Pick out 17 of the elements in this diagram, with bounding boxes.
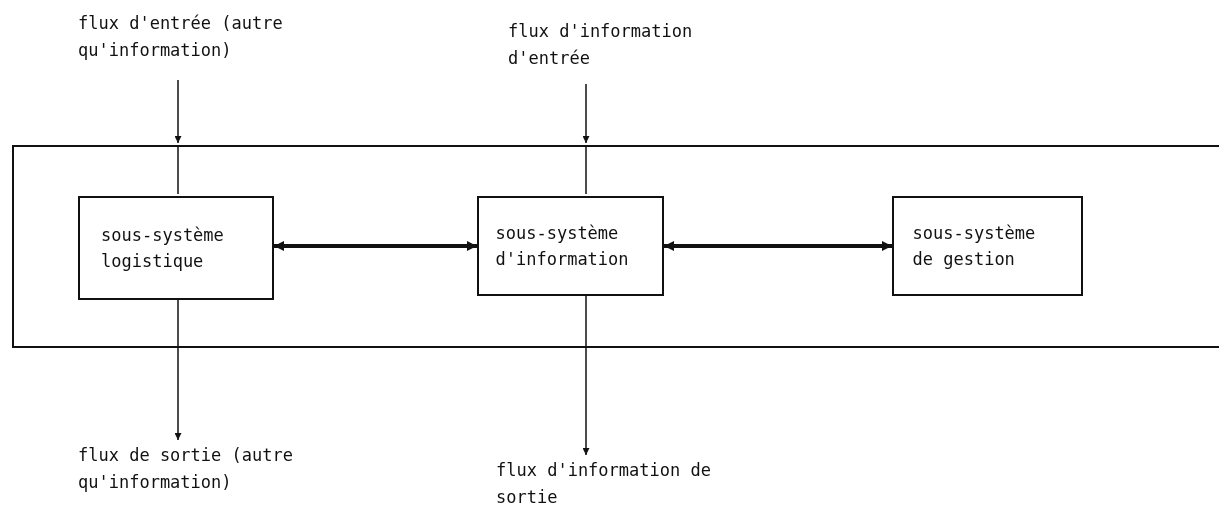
box-label: sous-système d'information: [495, 221, 630, 271]
arrow: [174, 299, 182, 441]
flow-label: flux d'information de sortie: [496, 459, 712, 508]
arrow: [174, 79, 182, 144]
process-box: [892, 196, 1083, 296]
arrow: [582, 295, 590, 456]
box-label: sous-système logistique: [101, 223, 225, 273]
flow-label: flux d'information d'entrée: [508, 20, 694, 71]
arrow: [274, 241, 477, 251]
process-box: [477, 196, 664, 296]
flow-label: flux de sortie (autre qu'information): [78, 444, 294, 495]
system-boundary: [12, 145, 1219, 348]
process-box: [78, 196, 274, 300]
arrow: [582, 83, 590, 144]
arrow: [664, 241, 892, 251]
box-label: sous-système de gestion: [912, 221, 1037, 271]
flow-label: flux d'entrée (autre qu'information): [78, 12, 284, 63]
